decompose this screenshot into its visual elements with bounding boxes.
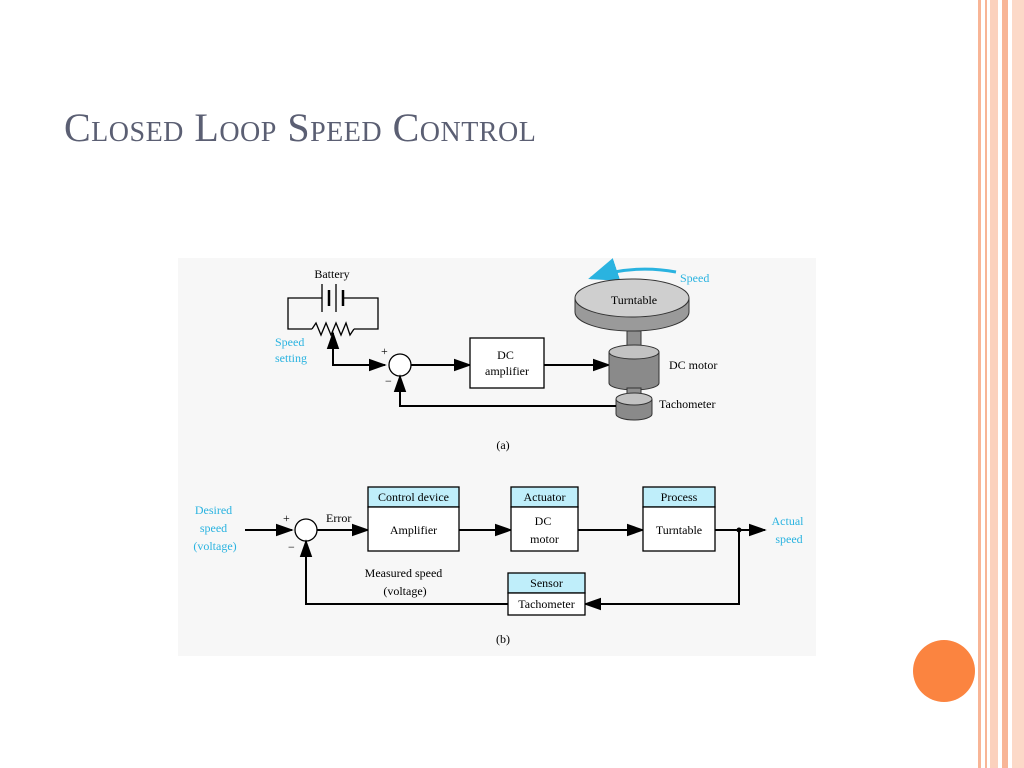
battery-wire (287, 297, 322, 330)
battery-wire (343, 297, 379, 330)
desired-speed-label: Desired speed (voltage) (193, 503, 236, 553)
svg-text:Actuator: Actuator (524, 490, 566, 504)
svg-text:Amplifier: Amplifier (390, 523, 437, 537)
actuator-block: Actuator DC motor (510, 486, 579, 552)
svg-text:Control device: Control device (378, 490, 449, 504)
svg-text:Tachometer: Tachometer (518, 597, 574, 611)
actual-speed-label: Actual speed (772, 514, 807, 546)
frame-line (1002, 0, 1008, 768)
sensor-block: Sensor Tachometer (507, 572, 586, 616)
plus-sign: + (283, 511, 290, 525)
dc-motor-label: DC motor (669, 358, 717, 372)
svg-text:Sensor: Sensor (530, 576, 563, 590)
control-device-block: Control device Amplifier (367, 486, 460, 552)
speed-control-figure: Battery Speed setting + − DC amplifier S… (178, 258, 816, 656)
decorative-circle (913, 640, 975, 702)
summing-junction (294, 518, 318, 542)
speed-setting-label: Speed setting (275, 335, 307, 365)
frame-line (990, 0, 998, 768)
frame-line (985, 0, 987, 768)
dc-amplifier-box (469, 337, 545, 389)
frame-line (1012, 0, 1024, 768)
feedback-signal (299, 539, 508, 605)
physical-system-diagram: Battery Speed setting + − DC amplifier S… (275, 258, 717, 452)
block-diagram: Desired speed (voltage) + − Error Contro… (193, 486, 807, 646)
svg-text:DC motor: DC motor (530, 514, 559, 546)
tachometer-label: Tachometer (659, 397, 715, 411)
turntable-icon (574, 278, 690, 332)
speed-label: Speed (680, 271, 709, 285)
setpoint-signal (332, 348, 387, 372)
potentiometer-icon (311, 321, 355, 337)
plus-sign: + (381, 344, 388, 358)
speed-arrow-icon (588, 258, 677, 281)
dc-amplifier-label: DC amplifier (485, 348, 529, 378)
turntable-label: Turntable (611, 293, 657, 307)
measured-speed-label: Measured speed (voltage) (365, 566, 446, 598)
dc-motor-icon (608, 330, 660, 398)
svg-text:Process: Process (661, 490, 698, 504)
frame-line (978, 0, 981, 768)
summing-junction (388, 353, 412, 377)
minus-sign: − (385, 374, 392, 388)
caption-b: (b) (496, 632, 510, 646)
caption-a: (a) (496, 438, 509, 452)
process-block: Process Turntable (642, 486, 716, 552)
minus-sign: − (288, 540, 295, 554)
tachometer-icon (615, 392, 653, 421)
battery-icon (321, 284, 345, 312)
feedback-signal (393, 374, 616, 407)
sensor-input-signal (583, 530, 740, 611)
battery-label: Battery (314, 267, 349, 281)
slide-title: Closed Loop Speed Control (64, 105, 537, 150)
error-label: Error (326, 511, 351, 525)
svg-text:Turntable: Turntable (656, 523, 702, 537)
